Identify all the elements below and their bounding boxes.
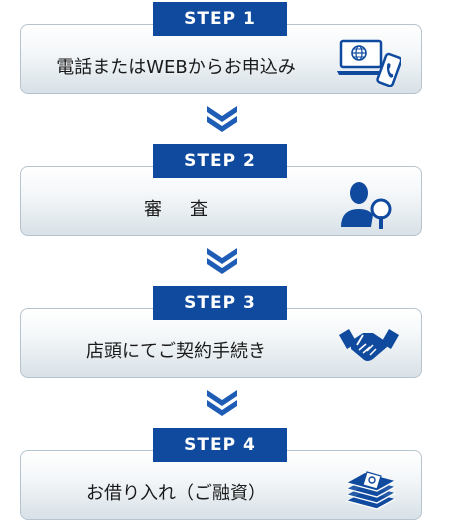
step-1-label: STEP 1 xyxy=(153,2,287,36)
step-4-text: お借り入れ（ご融資） xyxy=(86,483,266,504)
down-chevron-icon xyxy=(207,390,237,416)
step-2-label: STEP 2 xyxy=(153,144,287,178)
handshake-icon xyxy=(339,329,399,361)
person-search-icon xyxy=(341,182,392,229)
step-3-text: 店頭にてご契約手続き xyxy=(86,341,266,362)
step-4-box: お借り入れ（ご融資） xyxy=(20,450,422,520)
step-1-box: 電話またはWEBからお申込み xyxy=(20,24,422,94)
step-3-label: STEP 3 xyxy=(153,286,287,320)
step-2-text: 審査 xyxy=(144,199,236,220)
step-4-label: STEP 4 xyxy=(153,428,287,462)
down-chevron-icon xyxy=(207,106,237,132)
down-chevron-icon xyxy=(207,248,237,274)
step-1-text: 電話またはWEBからお申込み xyxy=(56,57,296,78)
money-stack-icon xyxy=(346,471,396,510)
phone-laptop-icon xyxy=(337,39,401,87)
